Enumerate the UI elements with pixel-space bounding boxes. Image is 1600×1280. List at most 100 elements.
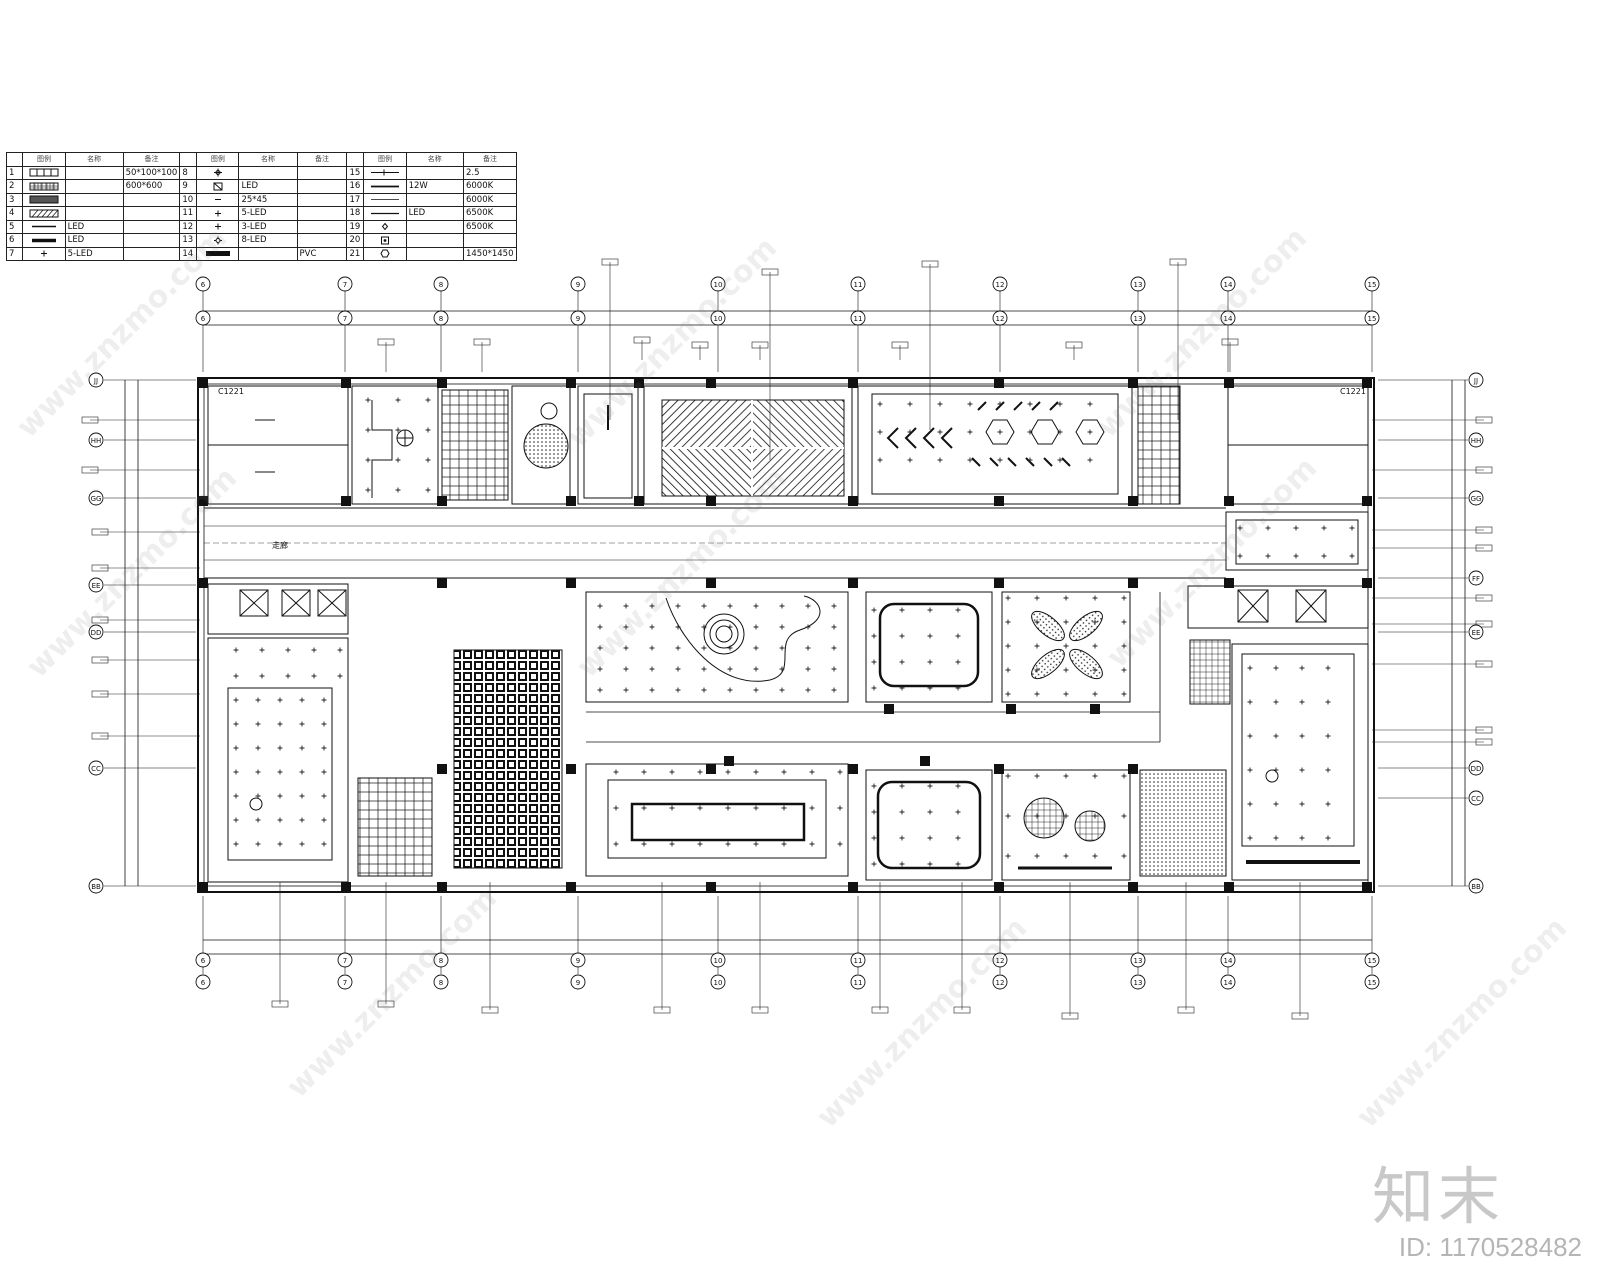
downlight: [675, 624, 681, 630]
downlight: [955, 607, 961, 613]
callout-tag: [921, 260, 939, 268]
downlight: [255, 793, 261, 799]
legend-header-cell: 图例: [22, 152, 66, 167]
column-head-bottom: 9: [570, 974, 586, 990]
downlight: [877, 401, 883, 407]
downlight: [725, 841, 731, 847]
column: [1362, 578, 1372, 588]
downlight: [1057, 401, 1063, 407]
downlight: [1299, 733, 1305, 739]
room-small-office: [577, 385, 639, 505]
downlight: [675, 645, 681, 651]
downlight: [937, 401, 943, 407]
downlight: [1247, 801, 1253, 807]
downlight: [781, 841, 787, 847]
axis-label: 12: [996, 281, 1005, 289]
row-head-left: CC: [88, 760, 104, 776]
column: [566, 578, 576, 588]
bar-thin-icon: [22, 219, 66, 234]
column-head-bottom: 15: [1364, 974, 1380, 990]
callout-tag: [953, 1006, 971, 1014]
column: [706, 764, 716, 774]
downlight: [831, 645, 837, 651]
downlight: [753, 645, 759, 651]
downlight: [1005, 595, 1011, 601]
axis-label: 7: [343, 957, 347, 965]
axis-label: 13: [1134, 315, 1143, 323]
axis-label: 12: [996, 957, 1005, 965]
column: [994, 764, 1004, 774]
column-head-bottom-dim: 8: [433, 952, 449, 968]
downlight: [697, 805, 703, 811]
downlight: [1299, 801, 1305, 807]
downlight: [899, 861, 905, 867]
downlight: [701, 687, 707, 693]
downlight: [1092, 813, 1098, 819]
column: [848, 496, 858, 506]
downlight: [1092, 773, 1098, 779]
downlight: [927, 861, 933, 867]
downlight: [255, 769, 261, 775]
axis-label: 9: [576, 315, 580, 323]
tile-grid-right-small: [1189, 639, 1231, 705]
downlight: [233, 697, 239, 703]
square-dot-icon: [363, 233, 407, 248]
column: [437, 496, 447, 506]
downlight: [299, 721, 305, 727]
column: [1362, 378, 1372, 388]
downlight: [649, 666, 655, 672]
column-head-bottom-dim: 12: [992, 952, 1008, 968]
column-head-bottom-dim: 13: [1130, 952, 1146, 968]
row-head-right: HH: [1468, 432, 1484, 448]
column: [634, 378, 644, 388]
row-head-right: EE: [1468, 624, 1484, 640]
downlight: [955, 685, 961, 691]
line-short-icon: [363, 206, 407, 221]
legend-cell-rm: [122, 219, 181, 234]
downlight: [1325, 835, 1331, 841]
bar-solid-icon: [196, 246, 240, 261]
room-curved-reception: [585, 591, 849, 703]
downlight: [937, 429, 943, 435]
downlight: [1063, 813, 1069, 819]
legend-header-cell: 备注: [462, 152, 518, 167]
callout-tag: [653, 1006, 671, 1014]
downlight: [321, 841, 327, 847]
legend-cell-num: 8: [179, 165, 198, 180]
downlight: [1063, 773, 1069, 779]
callout-tag: [761, 268, 779, 276]
legend-cell-num: 14: [179, 246, 198, 261]
axis-label: 9: [576, 281, 580, 289]
downlight: [927, 835, 933, 841]
column-head-bottom: 6: [195, 974, 211, 990]
column: [437, 578, 447, 588]
downlight: [927, 685, 933, 691]
column: [848, 764, 858, 774]
column-head-top-dim: 6: [195, 310, 211, 326]
downlight: [613, 841, 619, 847]
plus-icon: [196, 219, 240, 234]
downlight: [1121, 595, 1127, 601]
axis-label: 14: [1224, 281, 1233, 289]
column: [1224, 882, 1234, 892]
axis-label: BB: [1471, 883, 1481, 891]
row-head-left: DD: [88, 624, 104, 640]
downlight: [641, 769, 647, 775]
legend-cell-num: 7: [5, 246, 24, 261]
downlight: [1087, 401, 1093, 407]
column-head-top: 9: [570, 276, 586, 292]
downlight: [1293, 553, 1299, 559]
column: [848, 378, 858, 388]
downlight: [365, 427, 371, 433]
downlight: [425, 397, 431, 403]
column-head-bottom-dim: 14: [1220, 952, 1236, 968]
diagonal-panel-icon: [22, 206, 66, 221]
callout-tag: [1291, 1012, 1309, 1020]
downlight: [1027, 429, 1033, 435]
axis-label: FF: [1472, 575, 1480, 583]
axis-label: 13: [1134, 281, 1143, 289]
